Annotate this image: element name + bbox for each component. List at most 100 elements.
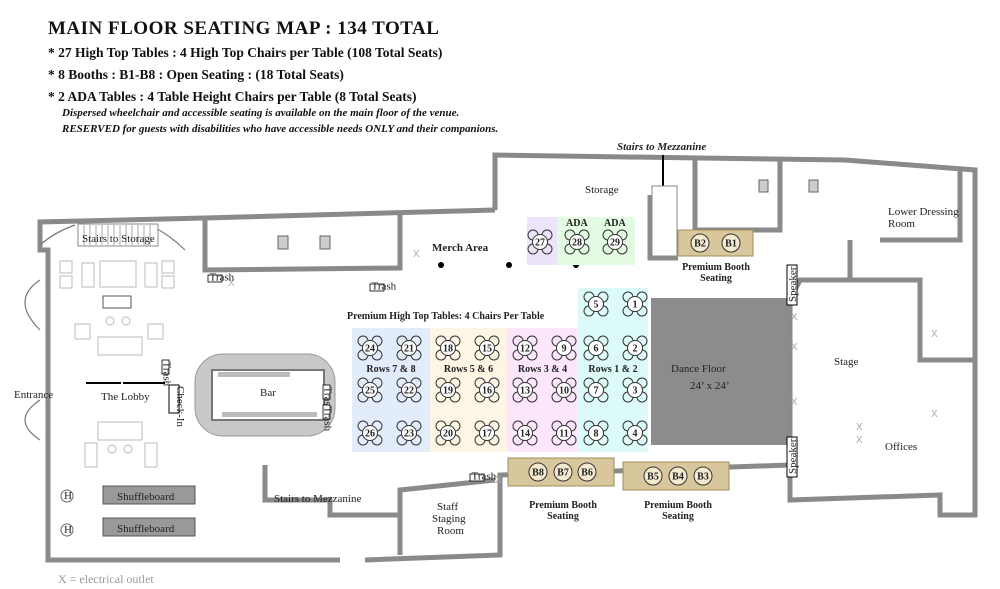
table-15[interactable]: 15 bbox=[474, 335, 500, 361]
booth-number: B7 bbox=[557, 468, 569, 479]
table-number: 19 bbox=[443, 386, 453, 397]
table-12[interactable]: 12 bbox=[512, 335, 538, 361]
booth-B1[interactable]: B1 bbox=[721, 233, 741, 253]
booth-label: Premium Booth bbox=[529, 500, 597, 511]
booth-seat-icon bbox=[553, 462, 573, 482]
table-1[interactable]: 1 bbox=[622, 291, 648, 317]
table-4[interactable]: 4 bbox=[622, 420, 648, 446]
booth-seat-icon bbox=[643, 466, 663, 486]
table-24[interactable]: 24 bbox=[357, 335, 383, 361]
trash-icon: Trash bbox=[161, 359, 173, 387]
heater-label: H bbox=[64, 490, 72, 502]
table-21[interactable]: 21 bbox=[396, 335, 422, 361]
table-27[interactable]: 27 bbox=[527, 229, 553, 255]
booth-label: Seating bbox=[547, 511, 579, 522]
table-number: 20 bbox=[443, 429, 453, 440]
table-top-icon bbox=[440, 340, 456, 356]
table-number: 22 bbox=[404, 386, 414, 397]
booth-B3[interactable]: B3 bbox=[693, 466, 713, 486]
table-top-icon bbox=[556, 425, 572, 441]
table-3[interactable]: 3 bbox=[622, 377, 648, 403]
trash-icon: Trash bbox=[469, 471, 497, 483]
outlet-icon: X bbox=[791, 397, 798, 408]
staff-staging-label-3: Room bbox=[437, 525, 464, 537]
trash-label: Trash bbox=[161, 362, 173, 387]
table-25[interactable]: 25 bbox=[357, 377, 383, 403]
table-20[interactable]: 20 bbox=[435, 420, 461, 446]
outlet-icon: X bbox=[931, 329, 938, 340]
dance-floor-label: Dance Floor bbox=[671, 363, 726, 375]
staff-staging-label-1: Staff bbox=[437, 501, 459, 513]
table-29[interactable]: 29 bbox=[602, 229, 628, 255]
booth-B2[interactable]: B2 bbox=[690, 233, 710, 253]
table-18[interactable]: 18 bbox=[435, 335, 461, 361]
booth-B8[interactable]: B8 bbox=[528, 462, 548, 482]
booth-label: Premium Booth bbox=[644, 500, 712, 511]
table-13[interactable]: 13 bbox=[512, 377, 538, 403]
outlet-icon: X bbox=[495, 475, 502, 486]
outlets: X X X X X X X X X X bbox=[228, 249, 938, 486]
table-number: 26 bbox=[365, 429, 375, 440]
booth-number: B8 bbox=[532, 468, 544, 479]
zone-label: Rows 5 & 6 bbox=[444, 364, 493, 375]
table-top-icon bbox=[517, 382, 533, 398]
table-top-icon bbox=[401, 382, 417, 398]
table-14[interactable]: 14 bbox=[512, 420, 538, 446]
zone-label: Rows 1 & 2 bbox=[588, 364, 637, 375]
table-number: 12 bbox=[520, 344, 530, 355]
table-top-icon bbox=[401, 425, 417, 441]
table-9[interactable]: 9 bbox=[551, 335, 577, 361]
table-8[interactable]: 8 bbox=[583, 420, 609, 446]
restroom-icon bbox=[758, 179, 769, 193]
table-10[interactable]: 10 bbox=[551, 377, 577, 403]
staff-staging-label-2: Staging bbox=[432, 513, 466, 525]
booth-B7[interactable]: B7 bbox=[553, 462, 573, 482]
table-number: 23 bbox=[404, 429, 414, 440]
bullet-booths: * 8 Booths : B1-B8 : Open Seating : (18 … bbox=[48, 67, 344, 82]
table-top-icon bbox=[588, 382, 604, 398]
entrance-label[interactable]: Entrance bbox=[14, 389, 53, 401]
table-16[interactable]: 16 bbox=[474, 377, 500, 403]
ada-label: ADA bbox=[566, 218, 588, 229]
booth-number: B6 bbox=[581, 468, 593, 479]
table-17[interactable]: 17 bbox=[474, 420, 500, 446]
stage-label: Stage bbox=[834, 356, 859, 368]
table-number: 27 bbox=[535, 238, 545, 249]
walls bbox=[24, 152, 978, 563]
table-23[interactable]: 23 bbox=[396, 420, 422, 446]
table-22[interactable]: 22 bbox=[396, 377, 422, 403]
booth-seat-icon bbox=[528, 462, 548, 482]
table-top-icon bbox=[556, 382, 572, 398]
table-19[interactable]: 19 bbox=[435, 377, 461, 403]
booth-B6[interactable]: B6 bbox=[577, 462, 597, 482]
table-26[interactable]: 26 bbox=[357, 420, 383, 446]
table-number: 4 bbox=[633, 429, 638, 440]
booth-seat-icon bbox=[721, 233, 741, 253]
table-7[interactable]: 7 bbox=[583, 377, 609, 403]
table-number: 1 bbox=[633, 300, 638, 311]
table-5[interactable]: 5 bbox=[583, 291, 609, 317]
table-top-icon bbox=[517, 340, 533, 356]
table-28[interactable]: 28 bbox=[564, 229, 590, 255]
check-in-label[interactable]: Check-In bbox=[174, 386, 186, 427]
booth-label: Seating bbox=[700, 273, 732, 284]
outlet-icon: X bbox=[228, 278, 235, 289]
table-6[interactable]: 6 bbox=[583, 335, 609, 361]
shuffleboard-1-label: Shuffleboard bbox=[117, 491, 175, 503]
table-top-icon bbox=[479, 382, 495, 398]
table-11[interactable]: 11 bbox=[551, 420, 577, 446]
heater-icon bbox=[60, 489, 74, 503]
dance-floor bbox=[651, 298, 788, 445]
outlet-icon: X bbox=[856, 435, 863, 446]
booth-B5[interactable]: B5 bbox=[643, 466, 663, 486]
booth-B4[interactable]: B4 bbox=[668, 466, 688, 486]
trash-icon: Trash bbox=[322, 404, 334, 432]
stairs-to-mezzanine-bottom-label: Stairs to Mezzanine bbox=[274, 493, 361, 505]
table-number: 6 bbox=[594, 344, 599, 355]
table-top-icon bbox=[362, 425, 378, 441]
table-2[interactable]: 2 bbox=[622, 335, 648, 361]
table-top-icon bbox=[627, 425, 643, 441]
